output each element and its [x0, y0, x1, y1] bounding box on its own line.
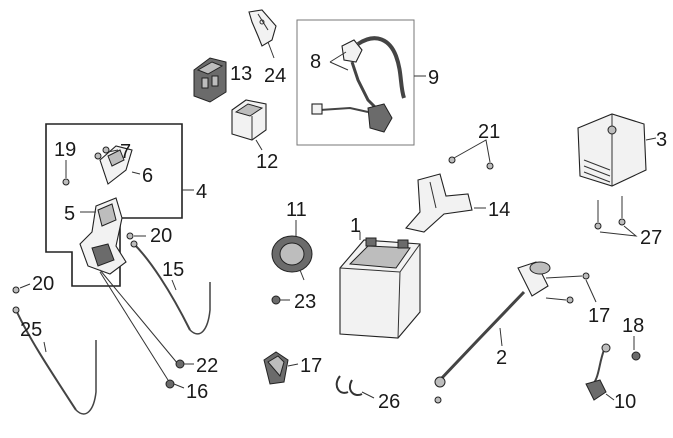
nut-part-18 — [631, 351, 641, 361]
cable-part-25 — [12, 306, 97, 415]
callout-3: 3 — [656, 129, 667, 151]
horn-part-11 — [271, 235, 313, 281]
callout-23: 23 — [294, 291, 316, 313]
callout-6: 6 — [142, 165, 153, 187]
callout-5: 5 — [64, 203, 75, 225]
screw-part-7 — [94, 146, 110, 160]
nut-part-16 — [165, 379, 175, 389]
group-frame-9 — [296, 19, 415, 146]
bolt-part-17-right — [545, 272, 590, 304]
regulator-part-3 — [577, 113, 647, 187]
screw-part-19 — [62, 178, 70, 186]
callout-14: 14 — [488, 199, 510, 221]
callout-13: 13 — [230, 63, 252, 85]
callout-17-right: 17 — [588, 305, 610, 327]
cable-part-10 — [585, 343, 611, 401]
battery-bracket-part-14 — [404, 173, 473, 233]
callout-9: 9 — [428, 67, 439, 89]
battery-cable-part-9 — [311, 36, 406, 133]
fuse-box-part-12 — [231, 99, 267, 141]
callout-11: 11 — [286, 199, 307, 221]
callout-2: 2 — [496, 347, 507, 369]
callout-1: 1 — [350, 215, 361, 237]
switch-part-6 — [99, 145, 133, 185]
callout-20-center: 20 — [150, 225, 172, 247]
callout-18: 18 — [622, 315, 644, 337]
group-frame-4 — [45, 123, 183, 287]
battery-part-1 — [339, 237, 421, 339]
callout-12: 12 — [256, 151, 278, 173]
screw-part-27 — [594, 196, 626, 230]
callout-10: 10 — [614, 391, 636, 413]
lock-assembly-part-5 — [79, 197, 127, 275]
callout-24: 24 — [264, 65, 286, 87]
callout-16: 16 — [186, 381, 208, 403]
clip-part-26 — [335, 375, 363, 396]
callout-17-bottom: 17 — [300, 355, 322, 377]
callout-7: 7 — [120, 141, 131, 163]
relay-part-13 — [193, 57, 227, 103]
callout-21: 21 — [478, 121, 500, 143]
callout-8: 8 — [310, 51, 321, 73]
cable-part-15 — [130, 240, 211, 335]
callout-25: 25 — [20, 319, 42, 341]
bracket-part-24 — [248, 9, 277, 47]
screw-part-20-center — [126, 232, 134, 240]
callout-22: 22 — [196, 355, 218, 377]
callout-15: 15 — [162, 259, 184, 281]
callout-19: 19 — [54, 139, 76, 161]
callout-26: 26 — [378, 391, 400, 413]
starter-cable-part-2 — [434, 261, 551, 404]
callout-20-left: 20 — [32, 273, 54, 295]
callout-27: 27 — [640, 227, 662, 249]
nut-part-23 — [271, 295, 281, 305]
nut-part-22 — [175, 359, 185, 369]
callout-4: 4 — [196, 181, 207, 203]
clamp-part-17-bottom — [263, 351, 289, 385]
screw-part-20-left — [12, 286, 20, 294]
